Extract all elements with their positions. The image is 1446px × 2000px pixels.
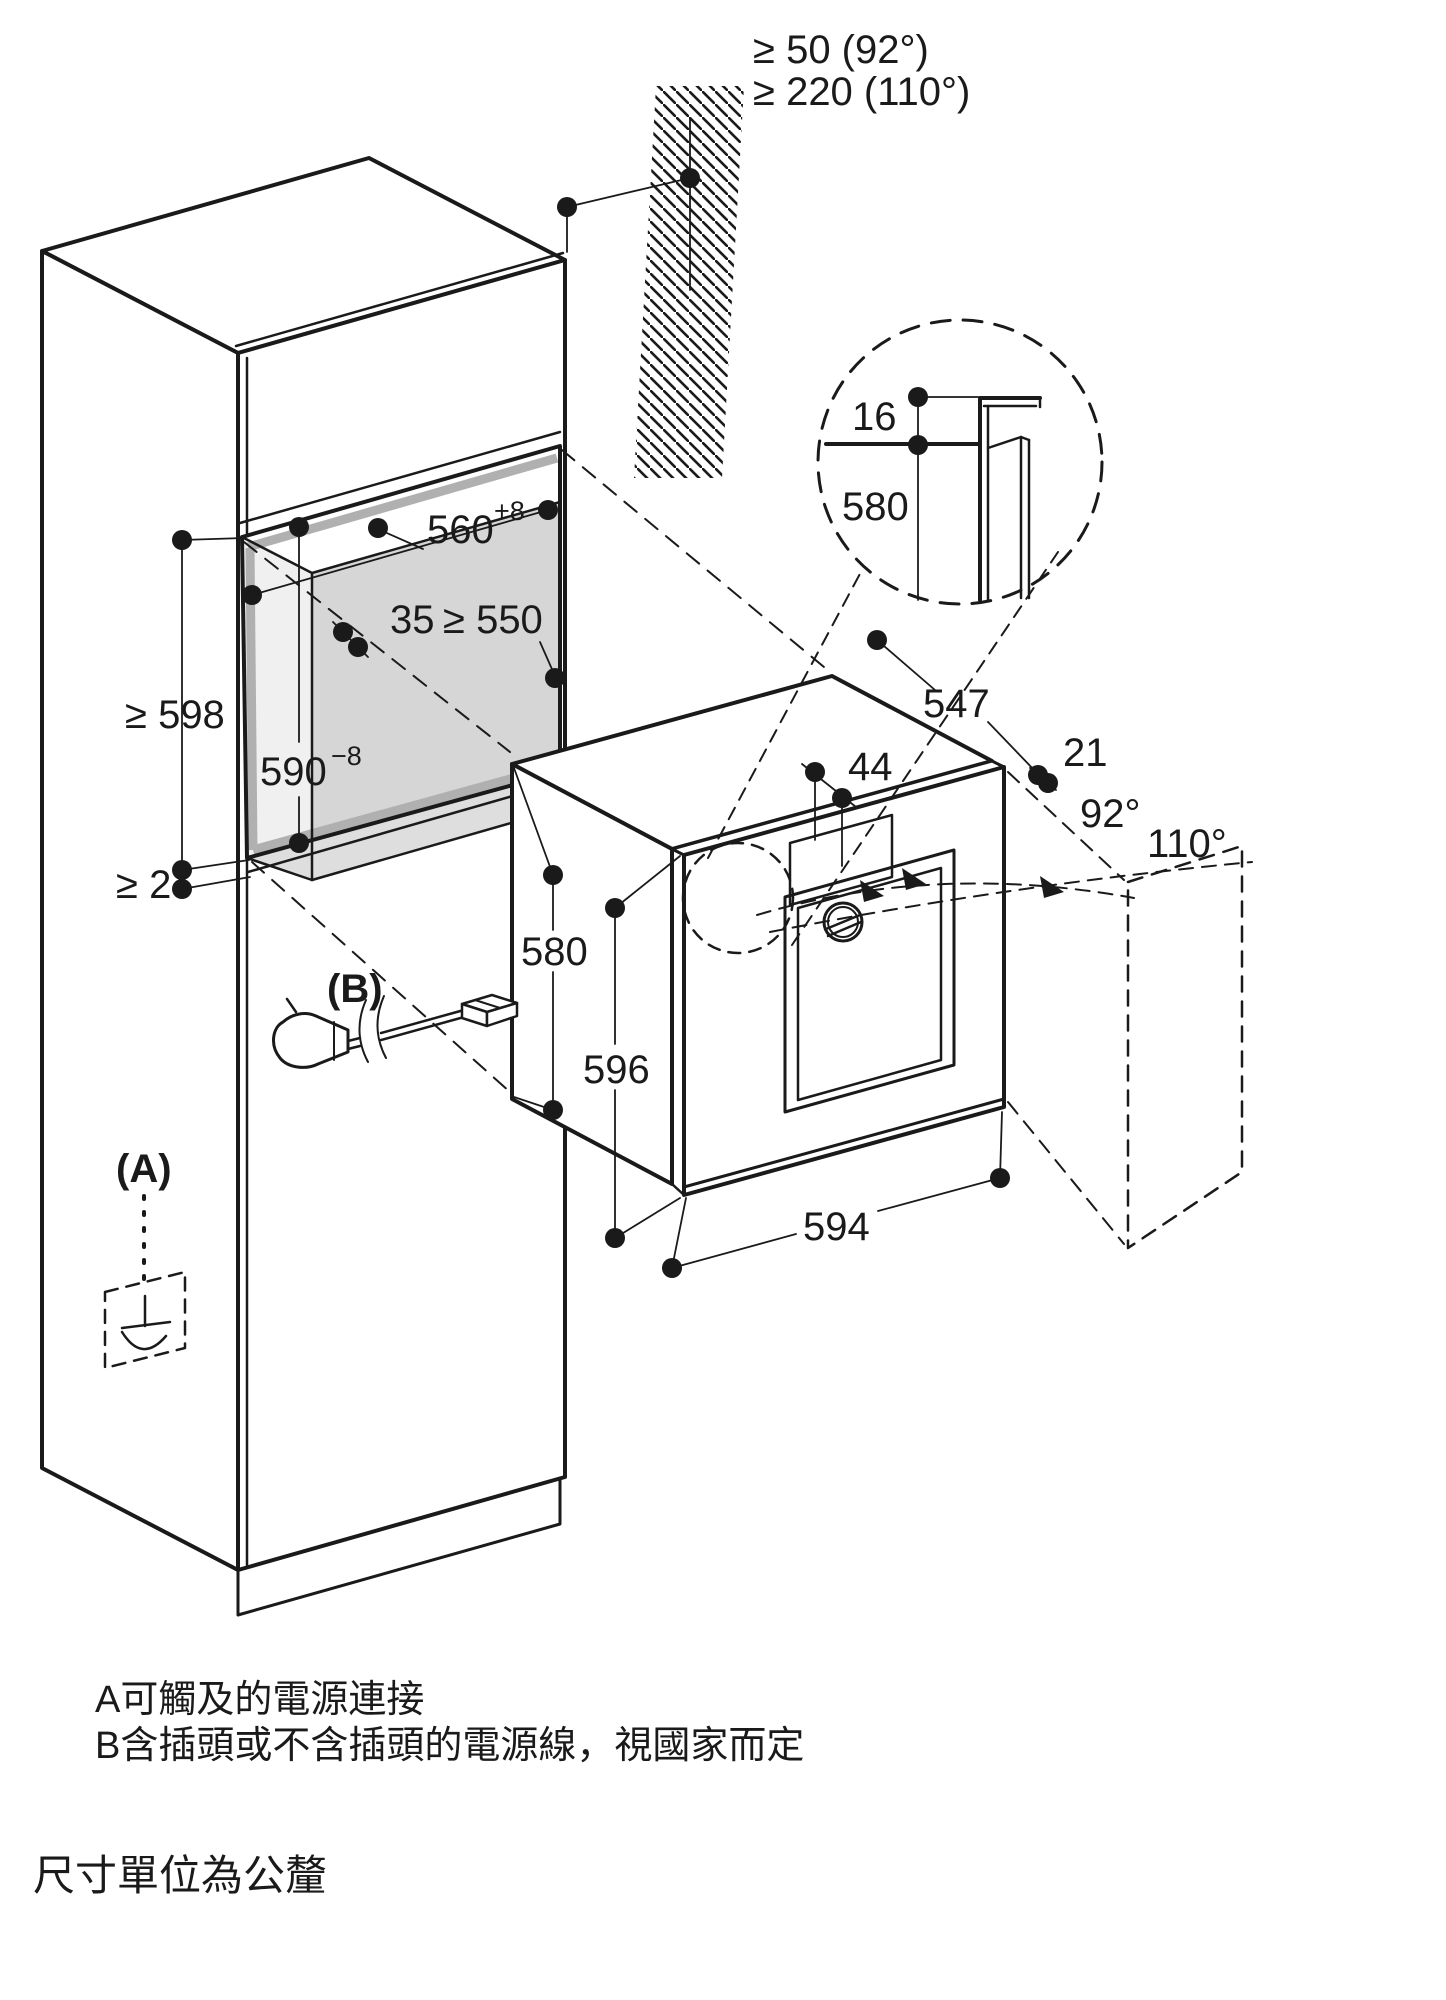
dim-niche-height: 590 (260, 750, 327, 794)
dim-oven-width: 594 (803, 1205, 870, 1249)
outlet-symbol (103, 1194, 187, 1370)
insertion-guide-lines (243, 449, 831, 1093)
dim-niche-depth: ≥ 550 (443, 598, 543, 642)
callout-a: (A) (116, 1147, 172, 1191)
detail-marker-circle (681, 841, 795, 955)
dim-front-strip: 35 (390, 598, 435, 642)
dim-outer-height: ≥ 598 (125, 693, 225, 737)
dim-detail-height: 580 (842, 485, 909, 529)
plug (272, 1012, 350, 1069)
note-units: 尺寸單位為公釐 (33, 1852, 327, 1899)
wall-hatch (634, 86, 744, 478)
open-door-outline (1126, 844, 1244, 1250)
oven-niche (238, 430, 567, 882)
dimension-lines (181, 117, 1057, 1269)
dim-niche-width-tol: +8 (494, 496, 525, 526)
dim-panel-depth: 44 (848, 745, 893, 789)
dim-oven-depth: 547 (923, 682, 990, 726)
note-b: B含插頭或不含插頭的電源線，視國家而定 (95, 1725, 804, 1767)
control-display (788, 813, 894, 907)
door-swing (756, 771, 1253, 1250)
control-knob (822, 901, 864, 943)
dim-niche-width: 560 (427, 508, 494, 552)
dim-detail-overlap: 16 (852, 395, 897, 439)
swing-arrow-110b (1040, 876, 1064, 898)
dim-oven-body-height: 580 (521, 930, 588, 974)
dim-niche-height-tol: −8 (331, 741, 362, 771)
edge-detail (707, 318, 1104, 946)
dim-bottom-gap: ≥ 2 (116, 863, 171, 907)
swing-arrow-110a (902, 868, 926, 890)
angle-92: 92° (1080, 792, 1141, 836)
clearance-line-1: ≥ 50 (92°) (753, 28, 929, 72)
dim-oven-front-height: 596 (583, 1048, 650, 1092)
clearance-line-2: ≥ 220 (110°) (753, 70, 970, 114)
cord-connector (460, 993, 519, 1028)
labels: ≥ 50 (92°) ≥ 220 (110°) 16 580 560 +8 35… (33, 28, 1227, 1899)
callout-b: (B) (327, 967, 383, 1011)
swing-arrow-92 (860, 880, 884, 902)
power-cord (272, 993, 519, 1069)
note-a: A可觸及的電源連接 (95, 1679, 424, 1721)
angle-110: 110° (1147, 822, 1227, 866)
dim-door-thickness: 21 (1063, 731, 1108, 775)
dimension-dots (172, 168, 1058, 1278)
